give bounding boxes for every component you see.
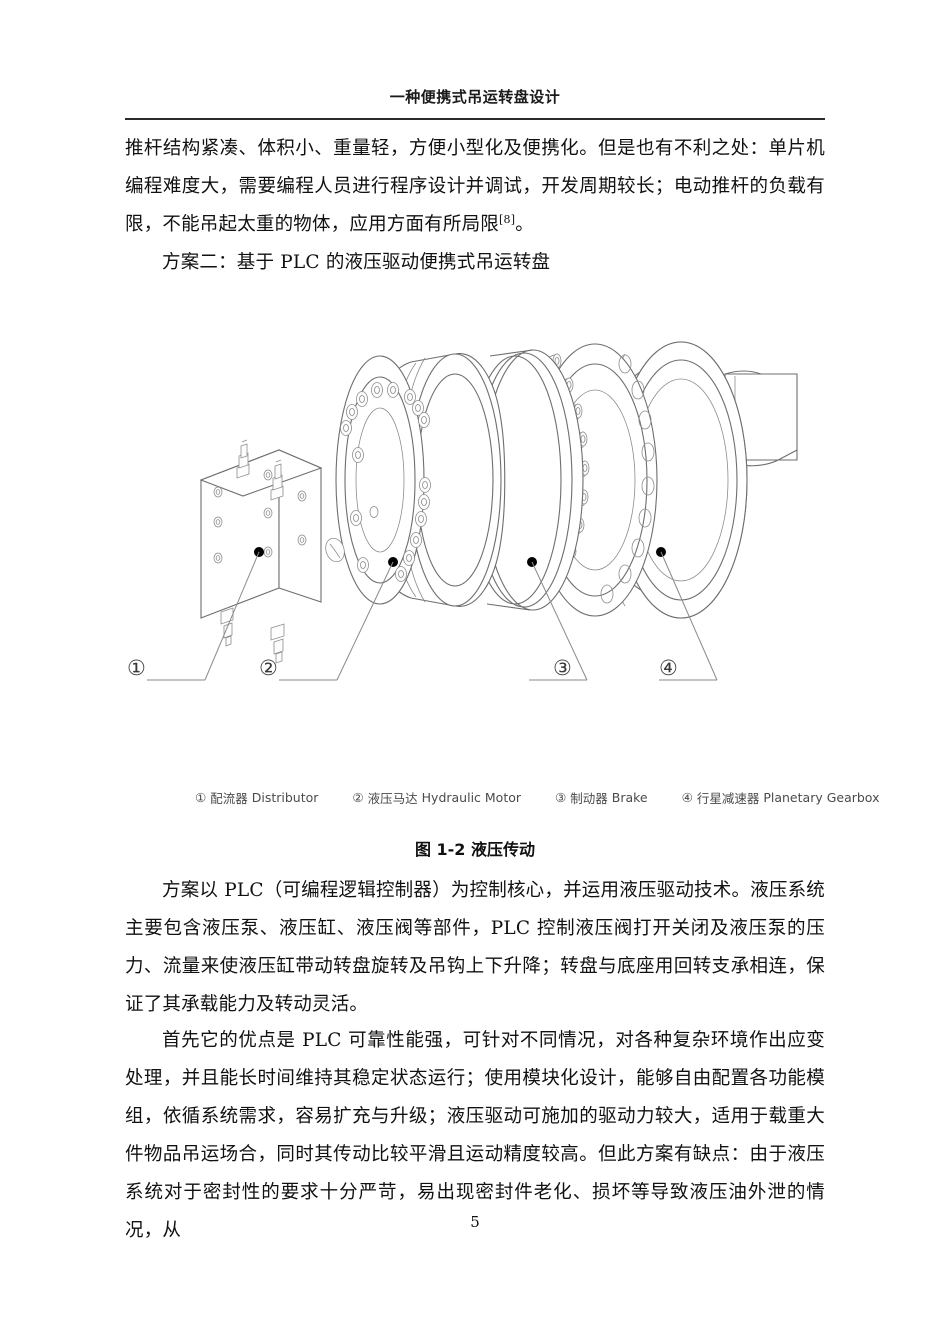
figure-caption-label: 图 1-2: [414, 840, 466, 859]
hydraulic-assembly-drawing: .ln { fill:none; stroke:#6e6e6e; stroke-…: [147, 340, 798, 681]
legend-number-2: ②: [352, 790, 364, 805]
legend-number-1: ①: [195, 790, 207, 805]
header-divider-rule: [125, 118, 825, 120]
figure-drawing-canvas: .ln { fill:none; stroke:#6e6e6e; stroke-…: [125, 300, 825, 750]
legend-number-3: ③: [555, 790, 567, 805]
legend-en-2: Hydraulic Motor: [421, 790, 522, 805]
figure-caption: 图 1-2 液压传动: [125, 836, 825, 860]
flange-hole-ring: [600, 354, 655, 604]
legend-item-1: ① 配流器 Distributor: [195, 788, 318, 807]
legend-en-1: Distributor: [251, 790, 319, 805]
bottom-hydraulic-fitting-b: [270, 623, 285, 664]
paragraph-block-2: 方案二：基于 PLC 的液压驱动便携式吊运转盘: [125, 244, 825, 282]
top-hydraulic-fitting-b: [270, 459, 284, 501]
page-number: 5: [470, 1213, 480, 1231]
figure-1-2: .ln { fill:none; stroke:#6e6e6e; stroke-…: [125, 300, 879, 860]
bottom-hydraulic-fitting-a: [220, 607, 234, 647]
paragraph-2: 方案二：基于 PLC 的液压驱动便携式吊运转盘: [162, 252, 551, 273]
paragraph-4: 首先它的优点是 PLC 可靠性能强，可针对不同情况，对各种复杂环境作出应变处理，…: [125, 1030, 825, 1241]
top-hydraulic-fitting-a: [236, 439, 250, 479]
paragraph-block-4: 首先它的优点是 PLC 可靠性能强，可针对不同情况，对各种复杂环境作出应变处理，…: [125, 1022, 825, 1250]
paragraph-3: 方案以 PLC（可编程逻辑控制器）为控制核心，并运用液压驱动技术。液压系统主要包…: [125, 880, 825, 1015]
legend-cn-2: 液压马达: [367, 791, 418, 806]
legend-cn-4: 行星减速器: [696, 791, 760, 806]
legend-en-3: Brake: [611, 790, 648, 805]
distributor-face-screws: [213, 469, 307, 564]
legend-item-3: ③ 制动器 Brake: [555, 788, 648, 807]
paragraph-block-3: 方案以 PLC（可编程逻辑控制器）为控制核心，并运用液压驱动技术。液压系统主要包…: [125, 872, 825, 1024]
page-header-title: 一种便携式吊运转盘设计: [389, 88, 561, 106]
legend-cn-1: 配流器: [210, 791, 248, 806]
front-flange-screw-ring: [340, 382, 431, 582]
figure-legend: ① 配流器 Distributor ② 液压马达 Hydraulic Motor…: [125, 788, 879, 807]
legend-en-4: Planetary Gearbox: [763, 790, 880, 805]
motor-front-flange: [325, 355, 431, 605]
paragraph-1: 推杆结构紧凑、体积小、重量轻，方便小型化及便携化。但是也有不利之处：单片机编程难…: [125, 130, 825, 244]
callout-leaders: [147, 547, 718, 681]
footnote-marker-8: [8]: [499, 212, 516, 226]
legend-item-2: ② 液压马达 Hydraulic Motor: [352, 788, 521, 807]
figure-caption-text: 液压传动: [471, 840, 536, 859]
paragraph-block-1: 推杆结构紧凑、体积小、重量轻，方便小型化及便携化。但是也有不利之处：单片机编程难…: [125, 130, 825, 244]
paragraph-1-tail: 。: [515, 214, 534, 235]
legend-cn-3: 制动器: [570, 791, 608, 806]
paragraph-1-text: 推杆结构紧凑、体积小、重量轻，方便小型化及便携化。但是也有不利之处：单片机编程难…: [125, 138, 825, 235]
legend-number-4: ④: [681, 790, 693, 805]
distributor-block: [199, 439, 323, 664]
legend-item-4: ④ 行星减速器 Planetary Gearbox: [682, 788, 880, 807]
